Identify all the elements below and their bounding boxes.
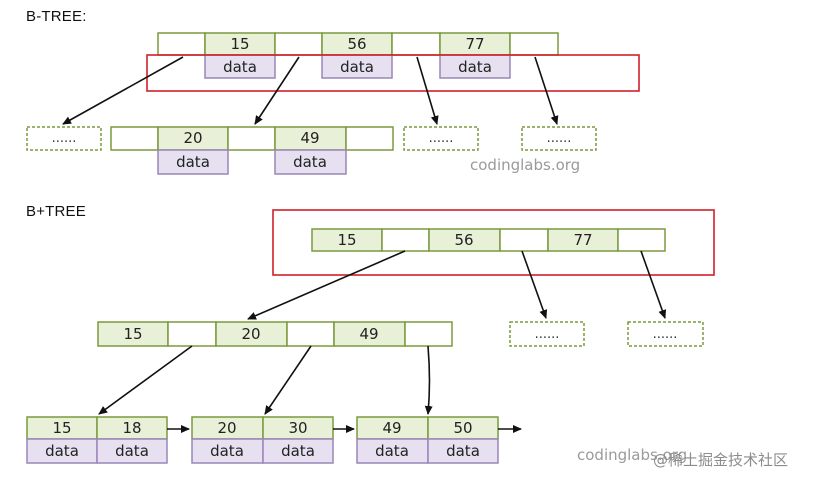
watermark-juejin: @稀土掘金技术社区 xyxy=(653,451,788,469)
btree-placeholder-node-1 xyxy=(403,126,479,151)
btree-child-key-0: 20 xyxy=(183,129,202,147)
bplustree-root-pointer-0 xyxy=(381,228,430,252)
bplustree-arrow-root-2 xyxy=(640,250,667,319)
btree-root-pointer-3 xyxy=(509,32,559,56)
bplustree-internal-key-1: 20 xyxy=(241,325,260,343)
btree-root-data-0: data xyxy=(223,58,257,76)
bplustree-root-key-1: 56 xyxy=(454,231,473,249)
leaf-2-data-0: data xyxy=(375,442,409,460)
btree-root-key-2: 77 xyxy=(465,35,484,53)
bplustree-internal-pointer-0 xyxy=(167,321,217,347)
leaf-2-data-1: data xyxy=(446,442,480,460)
bplustree-leaf-2: 49 50 data data xyxy=(356,416,499,464)
bplustree-placeholder-node-0 xyxy=(509,321,585,347)
btree-placeholder-dots-1: ...... xyxy=(429,131,454,146)
btree-root-key-1: 56 xyxy=(347,35,366,53)
btree-root-pointer-0 xyxy=(157,32,206,56)
btree-root-pointer-2 xyxy=(391,32,441,56)
btree-root-key-0: 15 xyxy=(230,35,249,53)
bplustree-arrow-internal-0 xyxy=(98,345,193,415)
btree-child-pointer-2 xyxy=(345,126,394,151)
watermark-top: codinglabs.org xyxy=(470,156,580,174)
leaf-0-key-1: 18 xyxy=(122,419,141,437)
bplustree-arrow-root-0 xyxy=(247,250,406,320)
btree-root-pointer-1 xyxy=(274,32,323,56)
btree-child-data-0: data xyxy=(176,153,210,171)
btree-placeholder-node-0 xyxy=(26,126,102,151)
bplustree-leaf-0: 15 18 data data xyxy=(26,416,168,464)
watermark-bottom: codinglabs.org xyxy=(577,446,687,464)
bplustree-root-pointer-1 xyxy=(499,228,549,252)
leaf-2-key-0: 49 xyxy=(382,419,401,437)
btree-root-data-2: data xyxy=(458,58,492,76)
btree-arrow-3 xyxy=(534,56,559,125)
btree-placeholder-dots-2: ...... xyxy=(547,131,572,146)
btree-arrow-0 xyxy=(62,56,184,125)
btree-root-node: 15 56 77 data data data xyxy=(157,32,559,79)
bplustree-internal-node: 15 20 49 xyxy=(97,321,453,347)
btree-placeholder-dots-0: ...... xyxy=(52,131,77,146)
bplustree-title: B+TREE xyxy=(26,203,86,220)
leaf-1-data-0: data xyxy=(210,442,244,460)
bplustree-root-node: 15 56 77 xyxy=(311,228,666,252)
bplustree-placeholder-node-1 xyxy=(627,321,704,347)
bplustree-arrow-internal-2 xyxy=(424,345,433,415)
leaf-1-key-1: 30 xyxy=(288,419,307,437)
bplustree-root-key-0: 15 xyxy=(337,231,356,249)
bplustree-leaf-1: 20 30 data data xyxy=(191,416,334,464)
btree-arrow-2 xyxy=(416,56,439,125)
btree-title: B-TREE: xyxy=(26,8,87,25)
btree-child-node: 20 49 data data xyxy=(110,126,394,175)
btree-child-data-box-1 xyxy=(274,149,347,175)
btree-child-key-1: 49 xyxy=(300,129,319,147)
bplustree-arrow-root-1 xyxy=(521,250,548,319)
btree-child-pointer-1 xyxy=(227,126,276,151)
leaf-1-data-1: data xyxy=(281,442,315,460)
bplustree-internal-key-box-1 xyxy=(215,321,288,347)
btree-child-data-box-0 xyxy=(157,149,229,175)
leaf-2-key-1: 50 xyxy=(453,419,472,437)
btree-child-pointer-0 xyxy=(110,126,159,151)
bplustree-highlight-box xyxy=(272,209,715,276)
leaf-0-data-0: data xyxy=(45,442,79,460)
bplustree-internal-key-0: 15 xyxy=(123,325,142,343)
bplustree-arrow-internal-1 xyxy=(264,345,312,415)
btree-child-data-1: data xyxy=(293,153,327,171)
leaf-0-data-box-1 xyxy=(96,438,168,464)
leaf-1-data-box-0 xyxy=(191,438,264,464)
leaf-1-data-box-1 xyxy=(262,438,334,464)
btree-root-data-1: data xyxy=(340,58,374,76)
leaf-0-key-0: 15 xyxy=(52,419,71,437)
bplustree-root-key-2: 77 xyxy=(573,231,592,249)
bplustree-internal-key-2: 49 xyxy=(359,325,378,343)
bplustree-internal-key-box-2 xyxy=(333,321,406,347)
btree-arrow-1 xyxy=(254,56,300,125)
bplustree-internal-pointer-1 xyxy=(286,321,335,347)
leaf-1-key-0: 20 xyxy=(217,419,236,437)
bplustree-placeholder-dots-1: ...... xyxy=(653,327,678,342)
bplustree-placeholder-dots-0: ...... xyxy=(535,327,560,342)
bplustree-root-pointer-2 xyxy=(617,228,666,252)
leaf-0-data-1: data xyxy=(115,442,149,460)
bplustree-internal-pointer-2 xyxy=(404,321,453,347)
btree-placeholder-node-2 xyxy=(521,126,597,151)
btree-highlight-box xyxy=(146,54,640,92)
leaf-2-data-box-1 xyxy=(427,438,499,464)
